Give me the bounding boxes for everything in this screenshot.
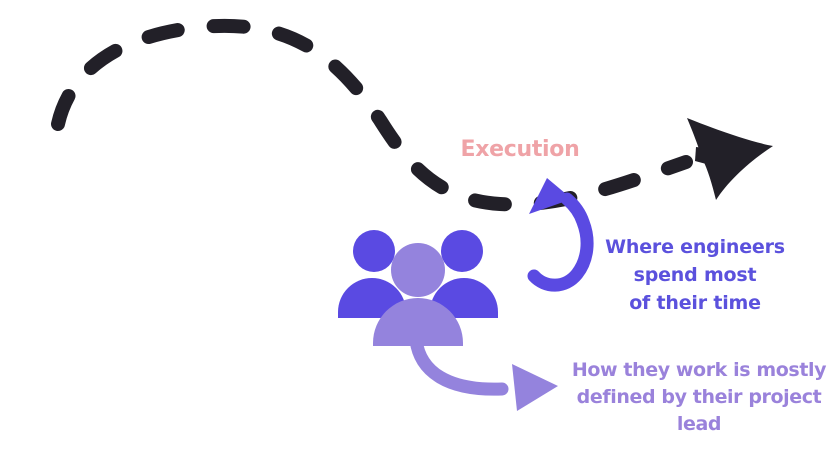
engineers-annotation-line-1: Where engineers (605, 236, 785, 258)
project-lead-annotation-line-2: defined by their project (576, 386, 822, 408)
team-icon (338, 230, 498, 346)
journey-arrowhead-icon (687, 118, 773, 200)
engineers-annotation: Where engineers spend most of their time (575, 233, 815, 317)
curved-arrow-up-icon (527, 178, 594, 292)
engineers-annotation-line-3: of their time (629, 292, 761, 314)
stage-label: Execution (460, 137, 580, 162)
engineers-annotation-line-2: spend most (633, 264, 757, 286)
team-back-members (338, 230, 498, 318)
dashed-journey-path-icon (51, 18, 693, 212)
project-lead-annotation-line-1: How they work is mostly (571, 359, 827, 381)
project-lead-annotation-line-3: lead (676, 413, 722, 435)
project-lead-annotation: How they work is mostly defined by their… (558, 357, 840, 438)
curved-arrow-down-right-icon (409, 333, 558, 411)
team-front-member (373, 243, 463, 346)
